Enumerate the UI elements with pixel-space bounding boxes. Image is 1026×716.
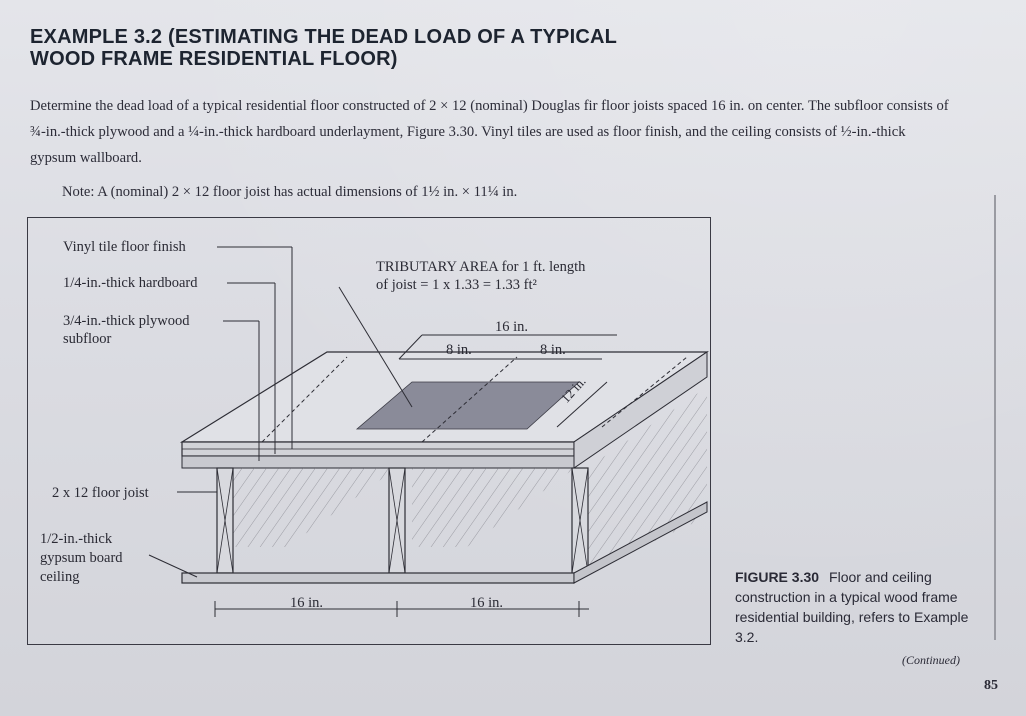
title-line-1: EXAMPLE 3.2 (ESTIMATING THE DEAD LOAD OF… [30,26,618,48]
label-tributary-line2: of joist = 1 x 1.33 = 1.33 ft² [376,277,537,293]
dimension-8in-left: 8 in. [446,342,472,358]
label-gypsum-line2: gypsum board [40,550,123,566]
label-gypsum-line1: 1/2-in.-thick [40,531,113,547]
problem-paragraph: Determine the dead load of a typical res… [30,98,949,166]
title-line-2: WOOD FRAME RESIDENTIAL FLOOR) [30,48,398,70]
page-number: 85 [984,678,998,693]
page-edge [994,195,996,640]
figure-frame [27,217,711,645]
label-tributary-line1: TRIBUTARY AREA for 1 ft. length [376,259,586,275]
label-hardboard: 1/4-in.-thick hardboard [63,275,198,291]
dimension-16in-bottom-right: 16 in. [470,595,504,611]
example-title: EXAMPLE 3.2 (ESTIMATING THE DEAD LOAD OF… [30,26,617,70]
tributary-area [355,381,581,430]
label-gypsum-line3: ceiling [40,569,80,585]
dimension-8in-right: 8 in. [540,342,566,358]
label-plywood-line2: subfloor [63,331,112,347]
caption-label: FIGURE 3.30 [735,569,820,585]
ceiling-board [181,572,575,584]
note-text: Note: A (nominal) 2 × 12 floor joist has… [62,184,518,200]
caption-text: Floor and ceiling construction in a typi… [735,569,969,645]
continued-note: (Continued) [902,653,960,667]
label-vinyl-tile: Vinyl tile floor finish [63,239,186,255]
joist-web-middle [412,468,575,547]
label-floor-joist: 2 x 12 floor joist [52,485,149,501]
floor-construction-diagram [148,246,709,617]
joist-web-left [232,468,397,547]
label-plywood-line1: 3/4-in.-thick plywood [63,313,190,329]
dimension-16in-bottom-left: 16 in. [290,595,324,611]
dimension-16in-top: 16 in. [495,319,529,335]
